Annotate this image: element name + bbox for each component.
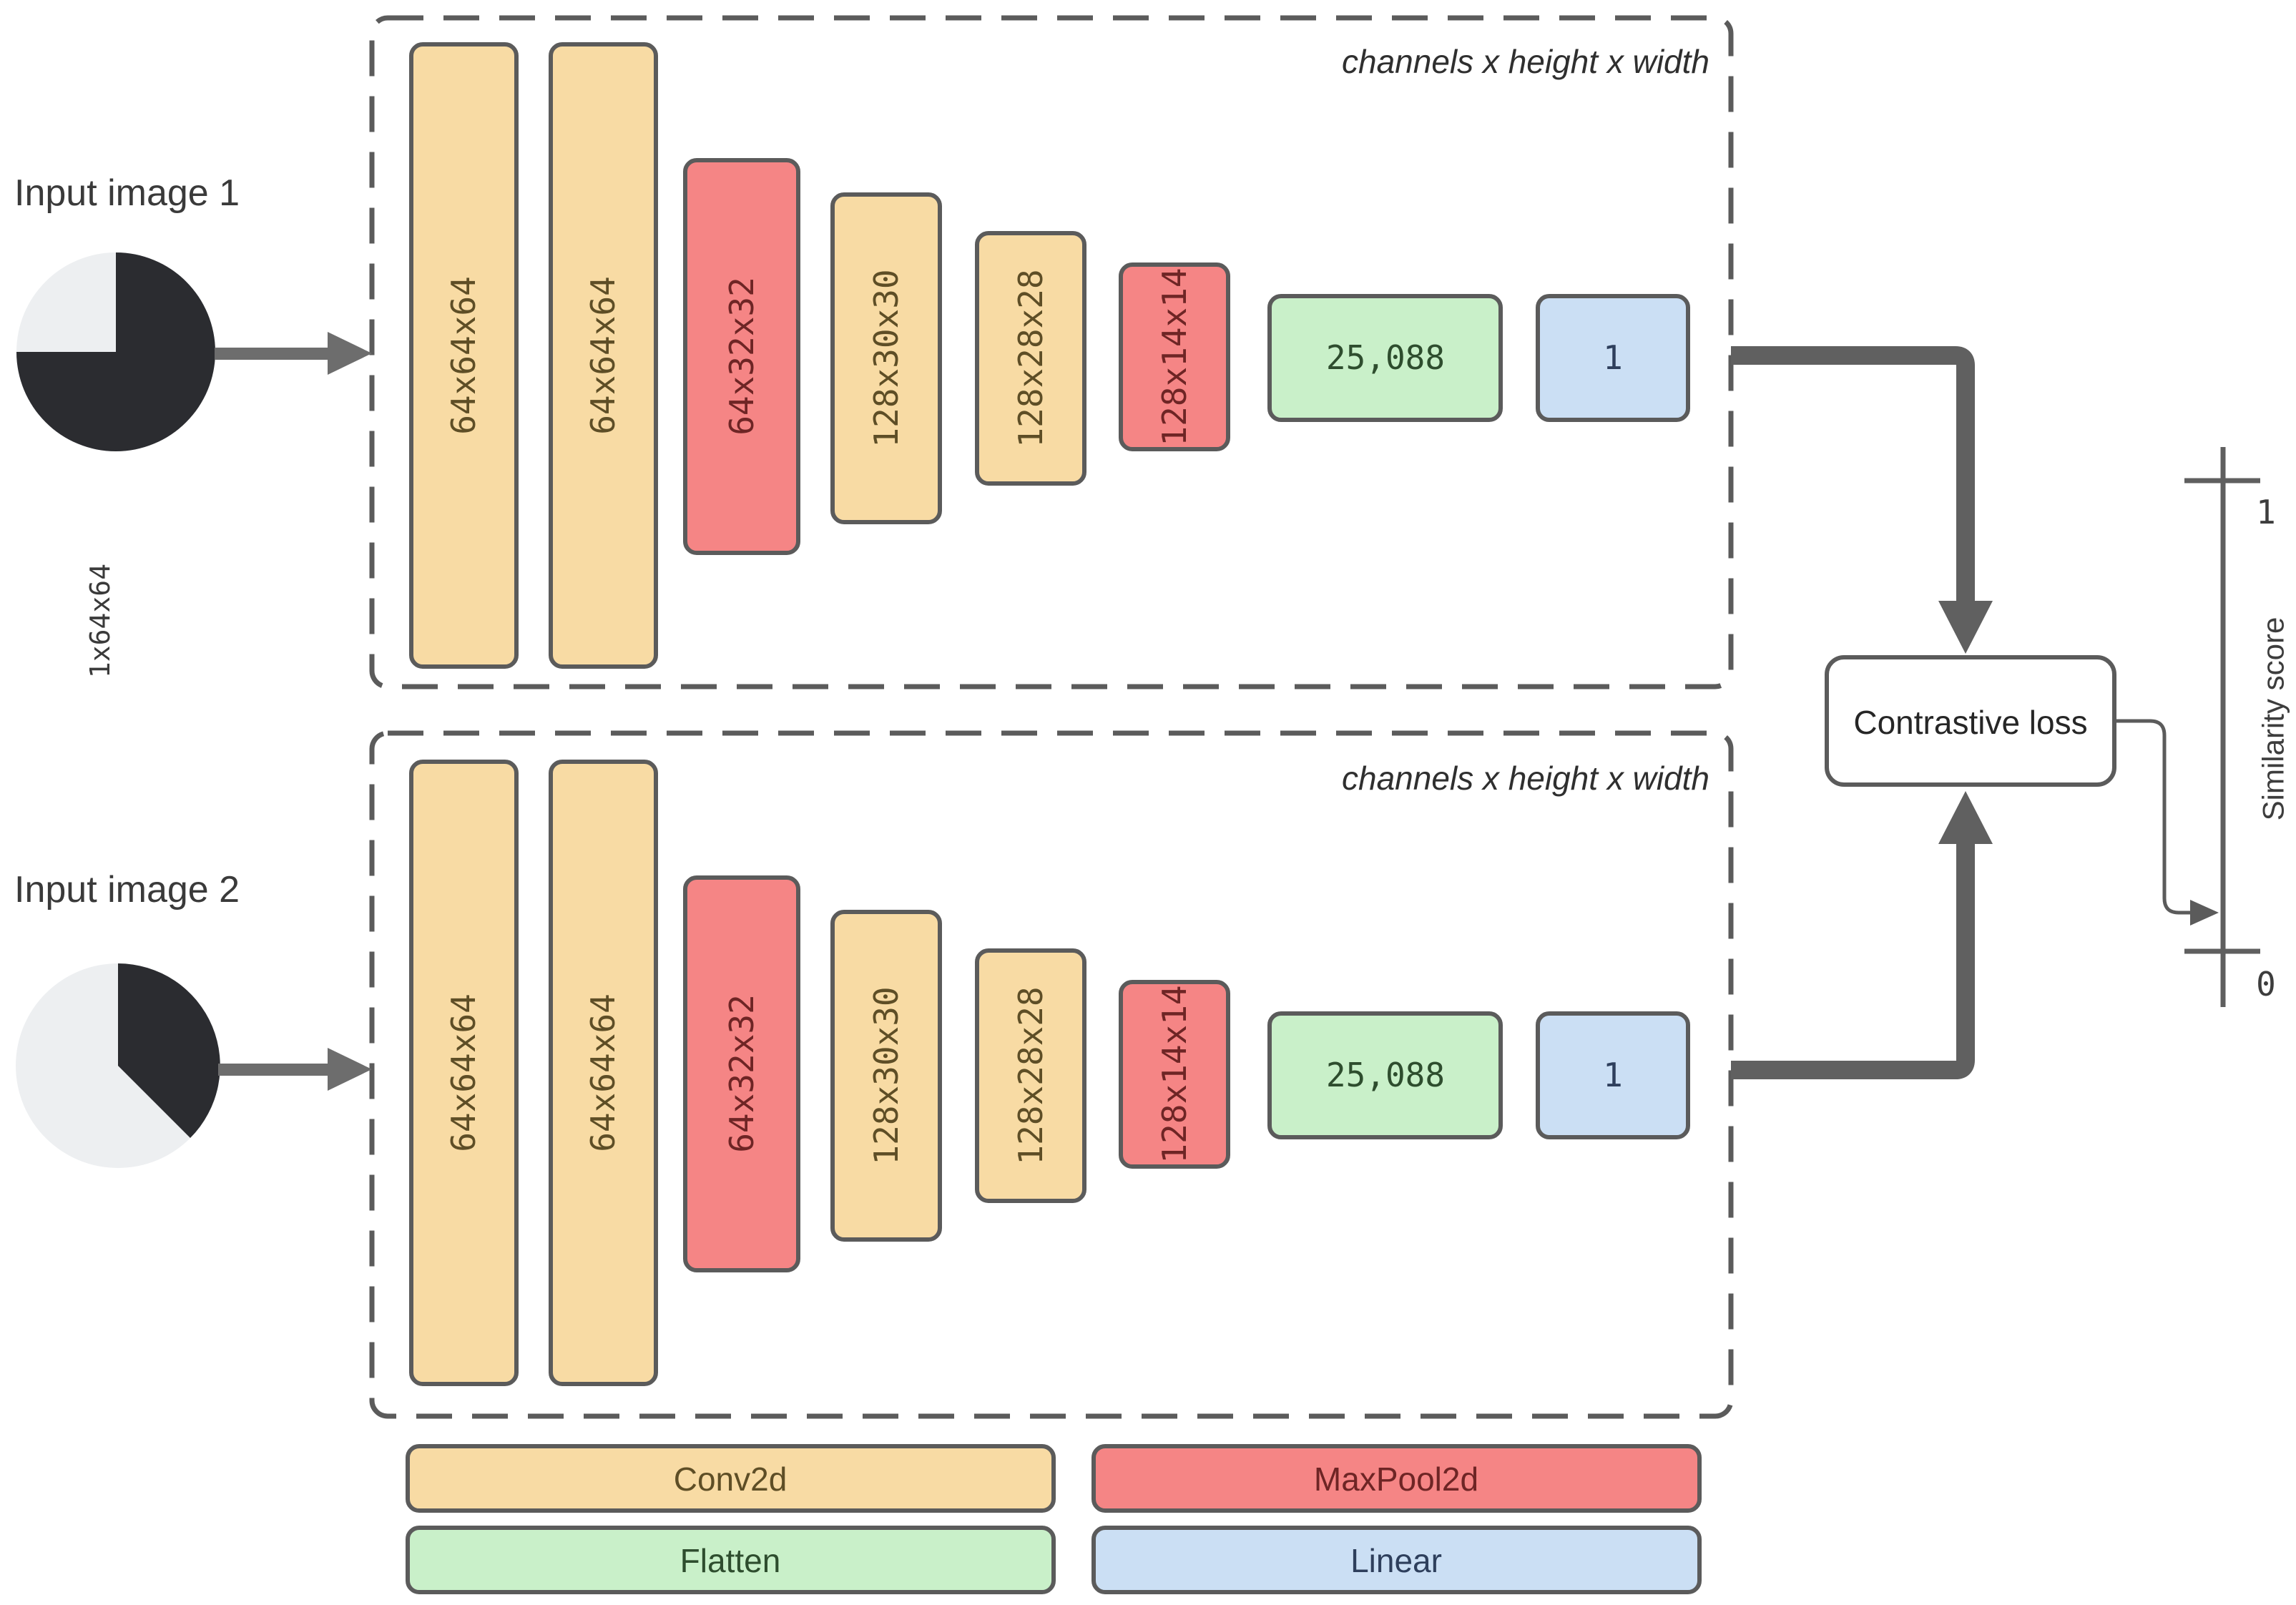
legend: Conv2d MaxPool2d Flatten Linear <box>406 1444 1702 1594</box>
input-dims-label: 1x64x64 <box>84 564 116 678</box>
legend-flatten-box <box>406 1526 1056 1594</box>
legend-conv2d-box <box>406 1444 1056 1513</box>
b2-flatten-block <box>1267 1011 1503 1139</box>
b2-linear-block <box>1536 1011 1690 1139</box>
b1-maxpool-block-1 <box>683 158 800 555</box>
b2-block-1-label: 64x64x64 <box>444 993 483 1152</box>
branch-2-caption: channels x height x width <box>1342 760 1709 797</box>
input-1-arrow-shaft <box>215 348 333 360</box>
pie-1-dark-sector <box>16 252 215 451</box>
branch-1-container <box>369 15 1734 689</box>
right-arrowhead-icon <box>2190 900 2219 926</box>
scale-max-label: 1 <box>2256 493 2276 531</box>
branch-1-blocks <box>409 42 1690 669</box>
b2-conv-block-4 <box>975 948 1086 1203</box>
b2-block-8-label: 1 <box>1603 1056 1623 1094</box>
input-1-arrow <box>215 332 372 375</box>
b2-conv-block-2 <box>549 760 658 1386</box>
pie-2-dark-sector <box>118 963 220 1138</box>
b2-maxpool-block-1 <box>683 875 800 1272</box>
b1-flatten-block <box>1267 294 1503 422</box>
input-1-label: Input image 1 <box>14 172 240 214</box>
b1-block-8-label: 1 <box>1603 338 1623 377</box>
branch-2-blocks <box>409 760 1690 1386</box>
b2-block-2-label: 64x64x64 <box>584 993 622 1152</box>
b2-block-3-label: 64x32x32 <box>722 994 761 1153</box>
b2-maxpool-block-2 <box>1119 980 1230 1169</box>
b1-linear-block <box>1536 294 1690 422</box>
branch-1-block-labels: 64x64x64 64x64x64 64x32x32 128x30x30 128… <box>444 268 1623 447</box>
branch-2-output-connector <box>1731 791 1993 1079</box>
b1-block-4-label: 128x30x30 <box>867 269 906 447</box>
loss-to-scale-connector <box>2114 719 2219 926</box>
b2-block-7-label: 25,088 <box>1326 1056 1445 1094</box>
input-2-arrow-shaft <box>218 1064 333 1076</box>
down-arrowhead-icon <box>1938 601 1993 654</box>
b2-conv-block-3 <box>830 910 942 1242</box>
b1-block-1-label: 64x64x64 <box>444 276 483 435</box>
b1-maxpool-block-2 <box>1119 262 1230 451</box>
b1-block-2-label: 64x64x64 <box>584 276 622 435</box>
branch-1-caption: channels x height x width <box>1342 43 1709 80</box>
b2-block-6-label: 128x14x14 <box>1155 985 1194 1163</box>
b1-block-3-label: 64x32x32 <box>722 277 761 436</box>
b1-block-6-label: 128x14x14 <box>1155 268 1194 446</box>
up-arrowhead-icon <box>1938 791 1993 844</box>
input-2-arrowhead-icon <box>328 1048 372 1091</box>
legend-maxpool2d-label: MaxPool2d <box>1314 1461 1478 1498</box>
legend-linear-label: Linear <box>1350 1542 1442 1579</box>
input-1-arrowhead-icon <box>328 332 372 375</box>
b1-block-7-label: 25,088 <box>1326 338 1445 377</box>
b2-block-4-label: 128x30x30 <box>867 986 906 1164</box>
b2-conv-block-1 <box>409 760 519 1386</box>
branch-2-block-labels: 64x64x64 64x64x64 64x32x32 128x30x30 128… <box>444 985 1623 1164</box>
legend-linear-box <box>1091 1526 1702 1594</box>
contrastive-loss-label: Contrastive loss <box>1853 704 2087 741</box>
input-1-pie-image <box>16 252 215 451</box>
legend-conv2d-label: Conv2d <box>674 1461 788 1498</box>
legend-maxpool2d-box <box>1091 1444 1702 1513</box>
branch-1-output-connector <box>1731 346 1993 654</box>
b1-conv-block-3 <box>830 192 942 524</box>
scale-min-label: 0 <box>2256 965 2276 1003</box>
input-2-pie-image <box>16 963 220 1168</box>
legend-flatten-label: Flatten <box>680 1542 781 1579</box>
input-2-label: Input image 2 <box>14 869 240 911</box>
b1-conv-block-1 <box>409 42 519 669</box>
b1-conv-block-4 <box>975 231 1086 486</box>
similarity-scale: 1 0 Similarity score <box>2184 447 2290 1007</box>
b1-block-5-label: 128x28x28 <box>1011 269 1050 447</box>
scale-axis-label: Similarity score <box>2257 617 2290 821</box>
b1-conv-block-2 <box>549 42 658 669</box>
b2-block-5-label: 128x28x28 <box>1011 986 1050 1164</box>
input-2-arrow <box>218 1048 372 1091</box>
